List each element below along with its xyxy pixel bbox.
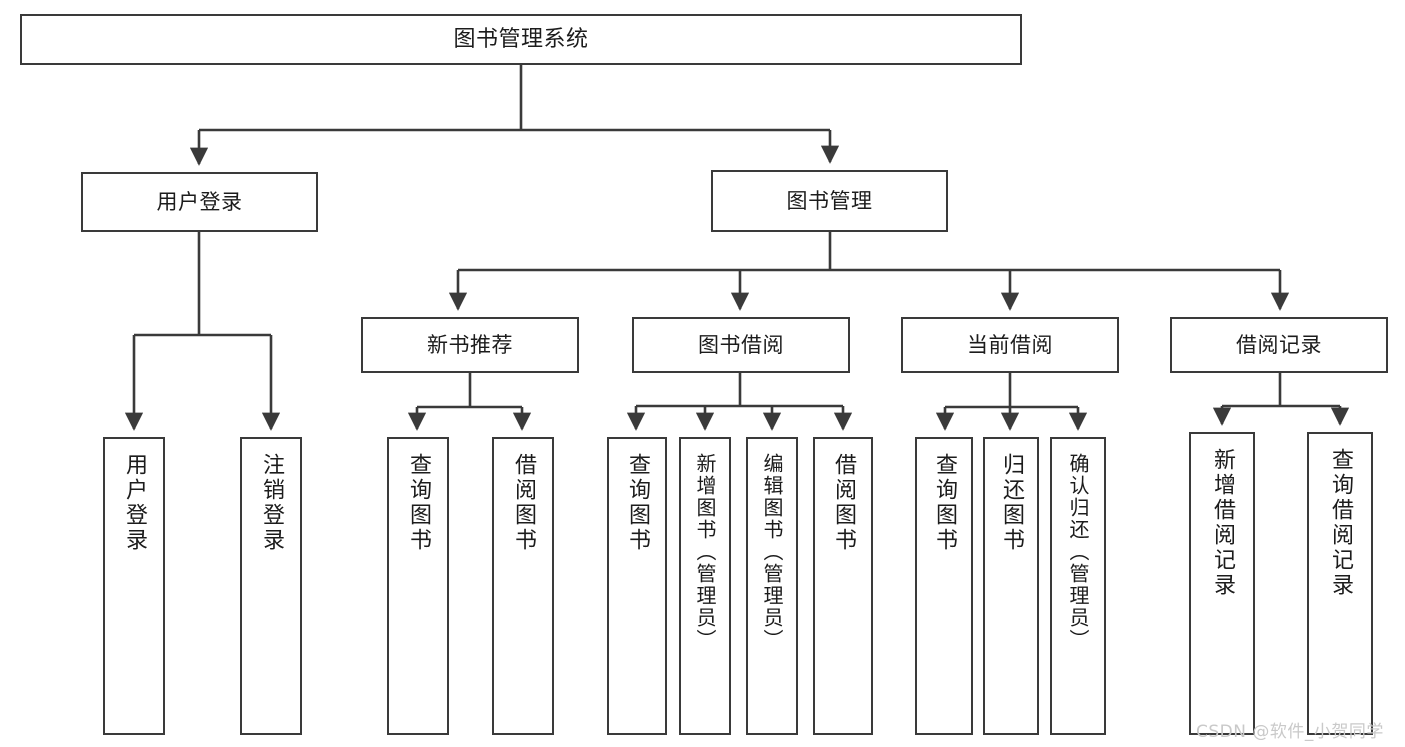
- node-tier2-0[interactable]: 新书推荐: [361, 317, 579, 373]
- node-label: 新书推荐: [427, 332, 513, 357]
- csdn-watermark: CSDN @软件_小贺同学: [1196, 722, 1384, 742]
- node-label: 确认归还（管理员）: [1066, 453, 1090, 651]
- node-leaf-5[interactable]: 新增图书（管理员）: [679, 437, 731, 735]
- node-label: 查询图书: [406, 453, 431, 553]
- node-leaf-1[interactable]: 注销登录: [240, 437, 302, 735]
- node-leaf-6[interactable]: 编辑图书（管理员）: [746, 437, 798, 735]
- node-label: 新增图书（管理员）: [693, 453, 717, 651]
- node-label: 借阅图书: [511, 453, 536, 553]
- node-leaf-8[interactable]: 查询图书: [915, 437, 973, 735]
- node-label: 图书管理: [786, 188, 873, 213]
- node-label: 注销登录: [259, 453, 284, 553]
- node-label: 查询图书: [932, 453, 957, 553]
- node-tier2-3[interactable]: 借阅记录: [1170, 317, 1388, 373]
- node-label: 新增借阅记录: [1210, 448, 1235, 598]
- node-label: 查询图书: [625, 453, 650, 553]
- node-tier2-2[interactable]: 当前借阅: [901, 317, 1119, 373]
- node-leaf-7[interactable]: 借阅图书: [813, 437, 873, 735]
- node-leaf-2[interactable]: 查询图书: [387, 437, 449, 735]
- node-label: 查询借阅记录: [1328, 448, 1353, 598]
- node-leaf-9[interactable]: 归还图书: [983, 437, 1039, 735]
- node-label: 归还图书: [999, 453, 1024, 553]
- node-label: 图书借阅: [698, 332, 784, 357]
- node-root[interactable]: 图书管理系统: [20, 14, 1022, 65]
- node-label: 用户登录: [156, 189, 243, 214]
- node-label: 编辑图书（管理员）: [760, 453, 784, 651]
- node-leaf-11[interactable]: 新增借阅记录: [1189, 432, 1255, 735]
- node-tier2-1[interactable]: 图书借阅: [632, 317, 850, 373]
- node-leaf-4[interactable]: 查询图书: [607, 437, 667, 735]
- node-label: 借阅记录: [1236, 332, 1322, 357]
- node-tier1-1[interactable]: 图书管理: [711, 170, 948, 232]
- node-leaf-0[interactable]: 用户登录: [103, 437, 165, 735]
- node-label: 当前借阅: [967, 332, 1053, 357]
- node-label: 用户登录: [122, 453, 147, 553]
- node-leaf-12[interactable]: 查询借阅记录: [1307, 432, 1373, 735]
- node-leaf-3[interactable]: 借阅图书: [492, 437, 554, 735]
- node-label: 图书管理系统: [453, 26, 589, 52]
- node-label: 借阅图书: [831, 453, 856, 553]
- node-tier1-0[interactable]: 用户登录: [81, 172, 318, 232]
- node-leaf-10[interactable]: 确认归还（管理员）: [1050, 437, 1106, 735]
